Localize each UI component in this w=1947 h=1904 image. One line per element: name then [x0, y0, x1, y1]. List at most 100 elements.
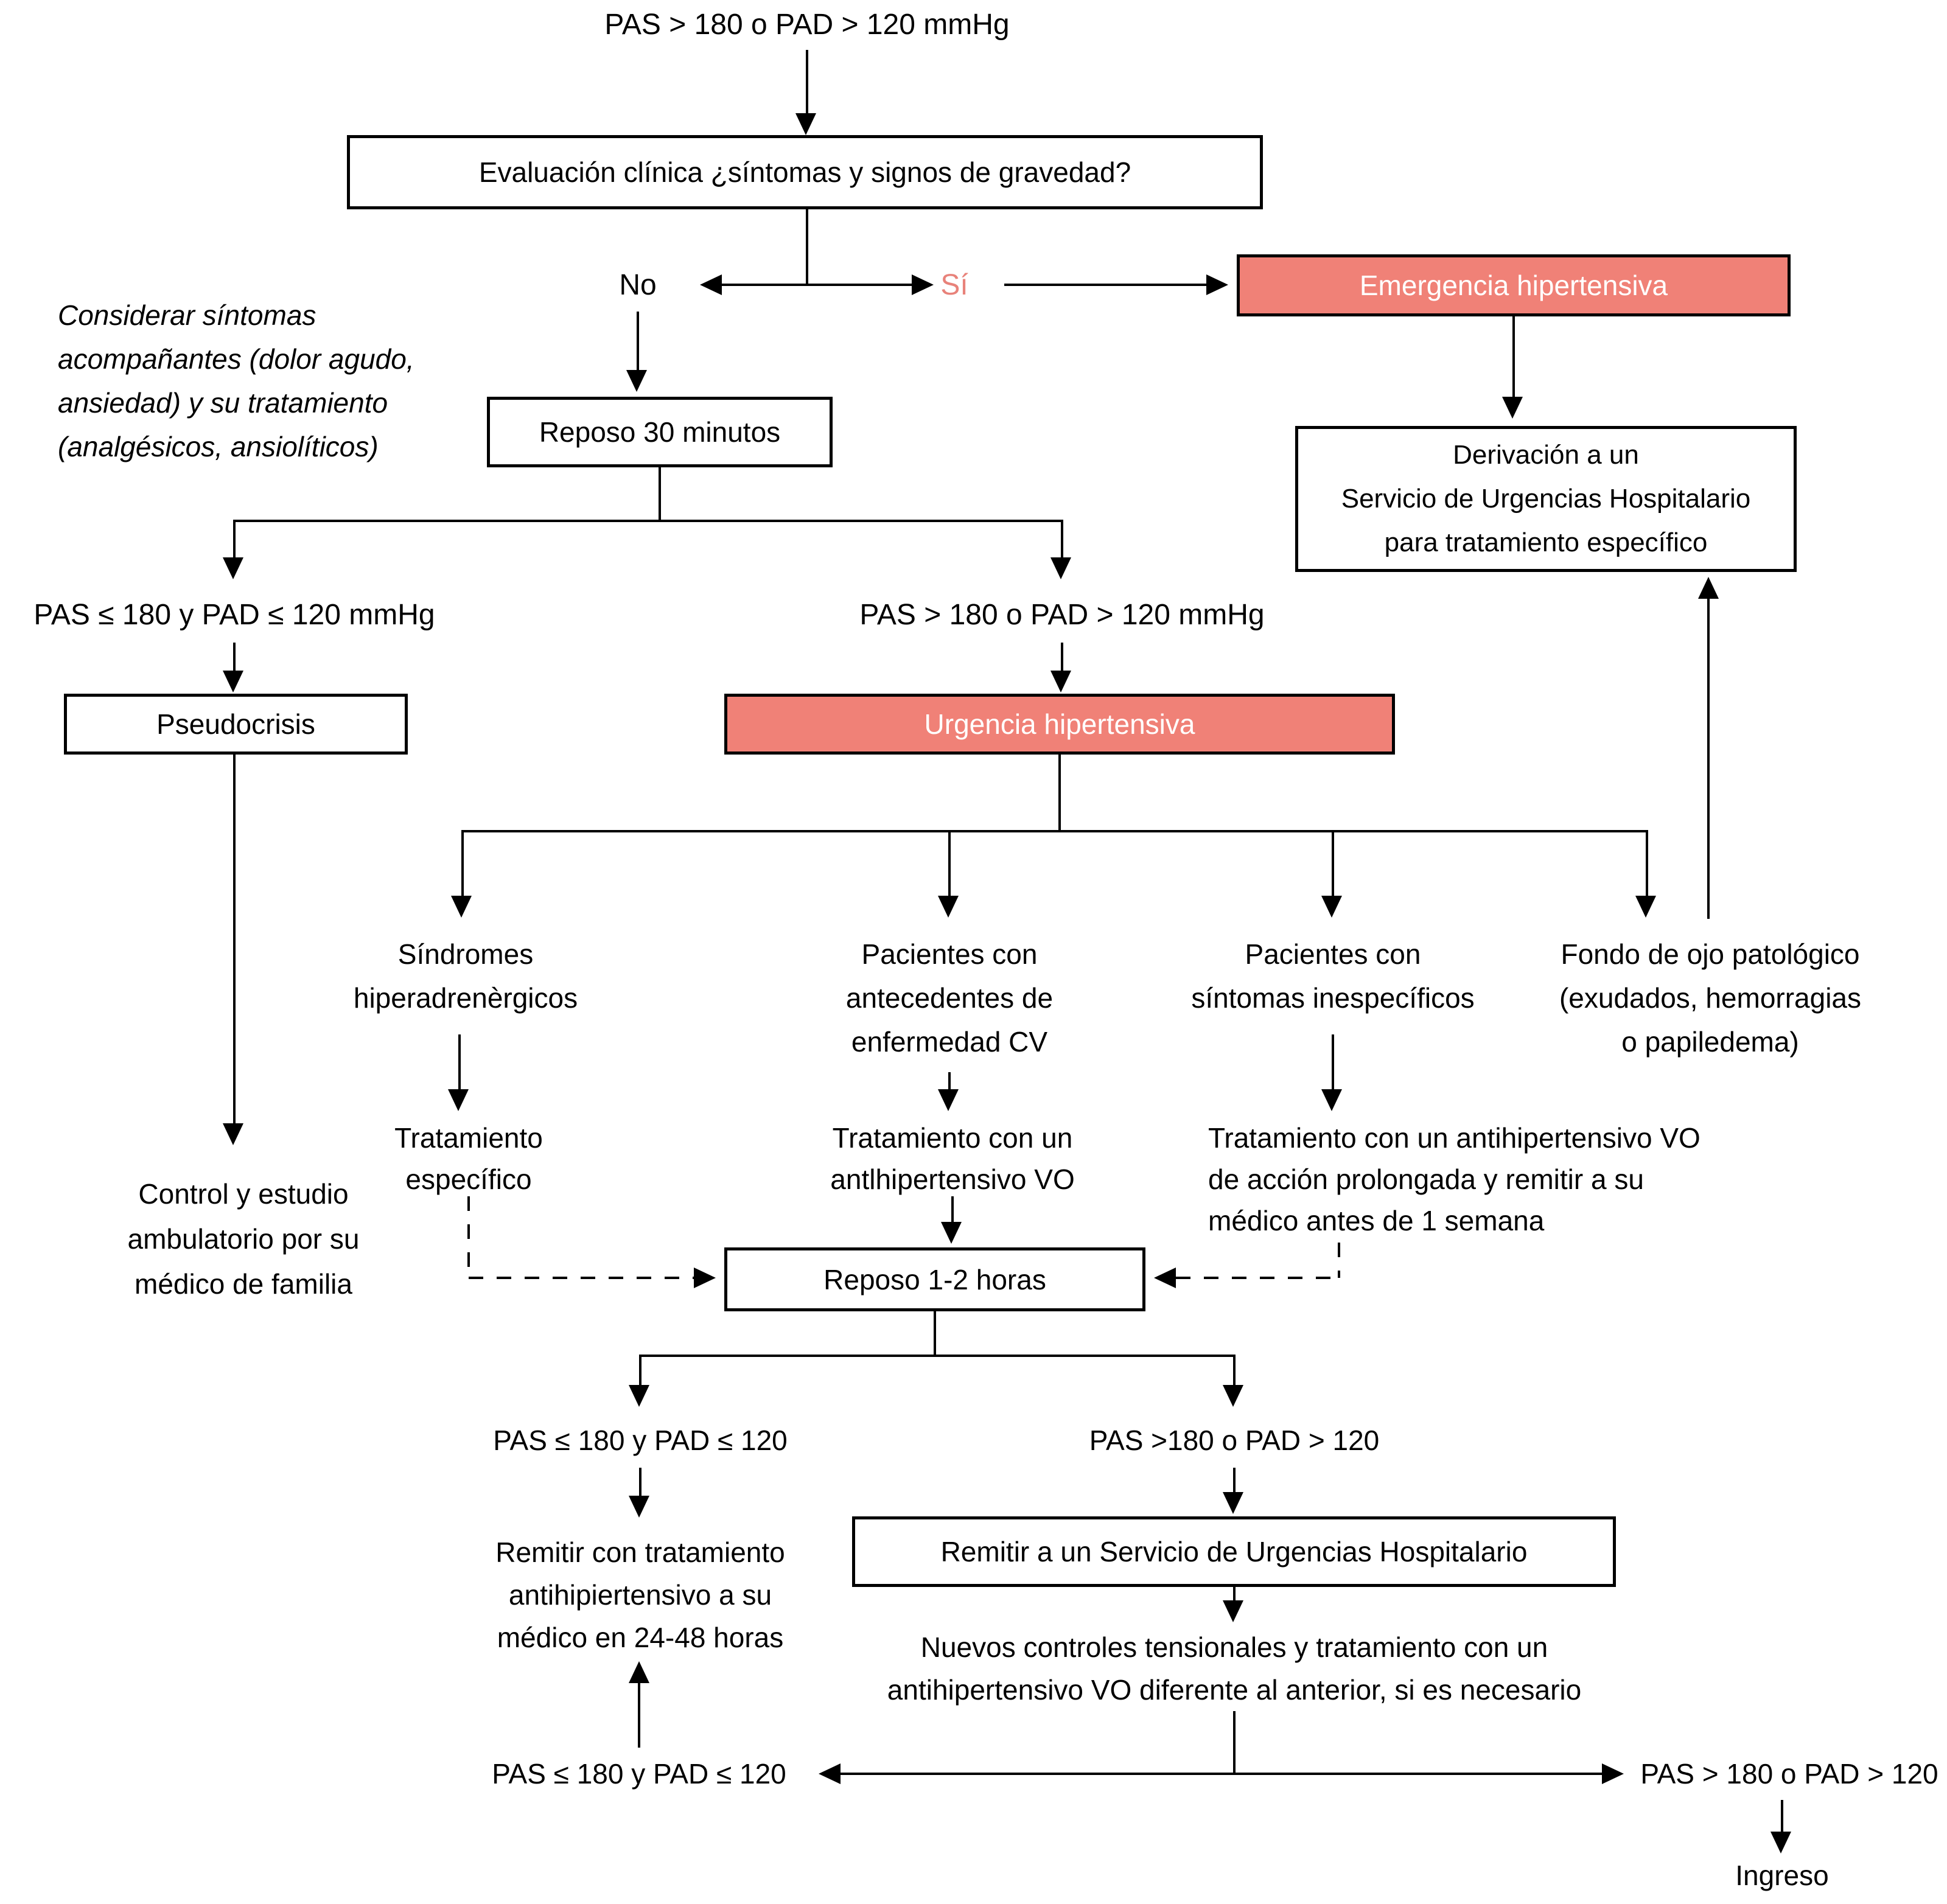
- branch-right-head: [1050, 557, 1071, 579]
- prolonged-dashed-head: [1154, 1268, 1176, 1288]
- to-specific-treatment-head: [448, 1089, 469, 1111]
- recheck-low-label: PAS ≤ 180 y PAD ≤ 120: [493, 1425, 788, 1456]
- to-remit-home-line: [639, 1468, 641, 1497]
- urgency-stub-line: [1058, 755, 1061, 831]
- branch2-head: [938, 896, 959, 918]
- final-low-label: PAS ≤ 180 y PAD ≤ 120: [492, 1758, 786, 1790]
- hospital-to-controls-head: [1223, 1600, 1243, 1622]
- branch-hyperadrenergic-label: Síndromes hiperadrenèrgicos: [354, 932, 578, 1020]
- oral-to-rest12-line: [951, 1196, 954, 1223]
- rest30-box: Reposo 30 minutos: [487, 397, 833, 467]
- hospital-to-controls-line: [1233, 1587, 1236, 1602]
- note-block: Considerar síntomas acompañantes (dolor …: [58, 293, 414, 469]
- new-controls-label: Nuevos controles tensionales y tratamien…: [887, 1626, 1581, 1711]
- branch-fundus-label: Fondo de ojo patológico (exudados, hemor…: [1559, 932, 1861, 1064]
- branch3-head: [1321, 896, 1342, 918]
- remit-home-line-3: médico en 24-48 horas: [497, 1622, 784, 1653]
- to-oral-treatment-head: [938, 1089, 959, 1111]
- branch1-head: [451, 896, 472, 918]
- branch4-line: [1646, 830, 1648, 897]
- to-oral-treatment-line: [948, 1072, 951, 1090]
- to-remit-home-head: [629, 1496, 649, 1518]
- oral-to-rest12-head: [941, 1222, 962, 1244]
- low-bp-mmhg-label: PAS ≤ 180 y PAD ≤ 120 mmHg: [33, 599, 435, 631]
- derivation-box: Derivación a un Servicio de Urgencias Ho…: [1295, 426, 1797, 572]
- branch-nonspecific-label: Pacientes con síntomas inespecíficos: [1191, 932, 1474, 1020]
- rest12-right-head: [1223, 1385, 1243, 1407]
- yes-to-emergency-line: [1004, 284, 1206, 286]
- branch-nonspecific-line-1: Pacientes con: [1245, 938, 1421, 970]
- yes-label: Sí: [940, 269, 968, 301]
- arrow-start-to-eval-head: [795, 113, 816, 135]
- urgency-branch-line: [463, 830, 1648, 832]
- remit-hospital-box-label: Remitir a un Servicio de Urgencias Hospi…: [940, 1536, 1528, 1567]
- note-line-3: ansiedad) y su tratamiento: [58, 387, 388, 419]
- prolonged-treatment-line-1: Tratamiento con un antihipertensivo VO: [1208, 1122, 1701, 1154]
- to-remit-hospital-line: [1233, 1468, 1236, 1493]
- branch-cv-history-label: Pacientes con antecedentes de enfermedad…: [846, 932, 1053, 1064]
- rest12-box-label: Reposo 1-2 horas: [823, 1263, 1046, 1295]
- low-to-remit-home-head: [629, 1661, 649, 1683]
- pseudocrisis-box-label: Pseudocrisis: [156, 708, 315, 740]
- remit-home-line-1: Remitir con tratamiento: [495, 1536, 785, 1568]
- branch-cv-line-2: antecedentes de: [845, 982, 1054, 1014]
- oral-treatment-label: Tratamiento con un antlhipertensivo VO: [830, 1117, 1074, 1200]
- rest30-branch-line: [234, 520, 1062, 522]
- prolonged-treatment-label: Tratamiento con un antihipertensivo VO d…: [1208, 1117, 1701, 1241]
- low-to-remit-home-line: [638, 1682, 640, 1748]
- emergency-to-derivation-line: [1512, 316, 1515, 398]
- new-controls-line-2: antihipertensivo VO diferente al anterio…: [887, 1674, 1582, 1706]
- note-line-1: Considerar síntomas: [58, 299, 316, 331]
- ambulatory-line-3: médico de familia: [135, 1268, 352, 1300]
- to-prolonged-treatment-head: [1321, 1089, 1342, 1111]
- to-admission-head: [1770, 1832, 1791, 1853]
- branch-cv-line-1: Pacientes con: [861, 938, 1038, 970]
- oral-treatment-line-2: antlhipertensivo VO: [830, 1163, 1075, 1195]
- prolonged-treatment-line-3: médico antes de 1 semana: [1208, 1205, 1545, 1236]
- rest12-right-line: [1233, 1355, 1236, 1386]
- emergency-to-derivation-head: [1502, 397, 1523, 419]
- specific-dashed-head: [694, 1268, 716, 1288]
- no-yes-line: [722, 284, 912, 286]
- ambulatory-line-1: Control y estudio: [138, 1178, 349, 1210]
- specific-treatment-line-2: específico: [405, 1163, 532, 1195]
- yes-arrow-head: [912, 274, 934, 295]
- evaluation-box-label: Evaluación clínica ¿síntomas y signos de…: [478, 156, 1131, 188]
- evaluation-box: Evaluación clínica ¿síntomas y signos de…: [347, 135, 1263, 209]
- start-label: PAS > 180 o PAD > 120 mmHg: [604, 9, 1010, 41]
- new-controls-line-1: Nuevos controles tensionales y tratamien…: [920, 1631, 1548, 1663]
- emergency-box-label: Emergencia hipertensiva: [1359, 270, 1668, 301]
- pseudocrisis-box: Pseudocrisis: [64, 694, 408, 755]
- branch-fundus-line-2: (exudados, hemorragias: [1559, 982, 1862, 1014]
- remit-hospital-box: Remitir a un Servicio de Urgencias Hospi…: [852, 1516, 1616, 1587]
- remit-home-label: Remitir con tratamiento antihipiertensiv…: [495, 1531, 785, 1659]
- oral-treatment-line-1: Tratamiento con un: [832, 1122, 1073, 1154]
- recheck-high-label: PAS >180 o PAD > 120: [1089, 1425, 1380, 1456]
- to-urgency-line: [1061, 643, 1063, 672]
- specific-dashed-vline: [467, 1196, 470, 1278]
- to-urgency-head: [1050, 671, 1071, 692]
- controls-stub-line: [1233, 1711, 1236, 1774]
- rest12-stub-line: [934, 1311, 936, 1356]
- bottom-split-line: [841, 1773, 1603, 1775]
- branch-right-line: [1061, 520, 1063, 559]
- branch-left-head: [223, 557, 243, 579]
- no-arrow-head: [700, 274, 722, 295]
- branch-fundus-line-1: Fondo de ojo patológico: [1561, 938, 1860, 970]
- pseudocrisis-to-control-head: [223, 1123, 243, 1145]
- to-remit-hospital-head: [1223, 1492, 1243, 1514]
- branch-left-line: [233, 520, 236, 559]
- yes-to-emergency-head: [1206, 274, 1228, 295]
- fundus-to-derivation-head: [1698, 577, 1719, 599]
- branch2-line: [948, 830, 951, 897]
- derivation-line-1: Derivación a un: [1453, 440, 1639, 470]
- ambulatory-control-label: Control y estudio ambulatorio por su méd…: [128, 1171, 360, 1306]
- no-to-rest30-line: [637, 312, 639, 371]
- no-label: No: [619, 269, 657, 301]
- rest12-left-head: [629, 1385, 649, 1407]
- branch4-head: [1635, 896, 1656, 918]
- admission-label: Ingreso: [1735, 1860, 1829, 1891]
- note-line-4: (analgésicos, ansiolíticos): [58, 431, 379, 462]
- to-pseudocrisis-line: [233, 643, 236, 672]
